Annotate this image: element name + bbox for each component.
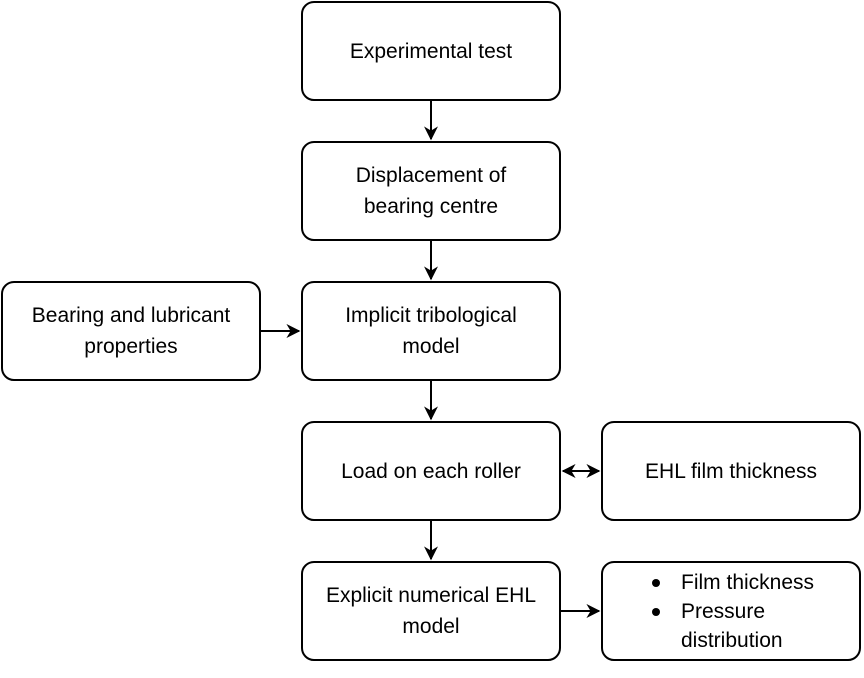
output-pressure-distribution: Pressure distribution (649, 597, 814, 655)
bearing-properties-label: Bearing and lubricant properties (31, 304, 231, 358)
outputs-list: Film thickness Pressure distribution (649, 568, 814, 655)
experimental-test-label: Experimental test (349, 39, 513, 63)
implicit-model-label: Implicit tribological model (345, 304, 517, 358)
displacement-label: Displacement of bearing centre (355, 164, 507, 218)
implicit-model-box: Implicit tribological model (301, 281, 561, 381)
load-roller-label: Load on each roller (341, 459, 521, 483)
ehl-film-box: EHL film thickness (601, 421, 861, 521)
outputs-box: Film thickness Pressure distribution (601, 561, 861, 661)
explicit-model-label: Explicit numerical EHL model (325, 584, 537, 638)
ehl-film-label: EHL film thickness (645, 459, 817, 483)
experimental-test-box: Experimental test (301, 1, 561, 101)
load-roller-box: Load on each roller (301, 421, 561, 521)
output-film-thickness: Film thickness (649, 568, 814, 597)
explicit-model-box: Explicit numerical EHL model (301, 561, 561, 661)
bearing-properties-box: Bearing and lubricant properties (1, 281, 261, 381)
displacement-box: Displacement of bearing centre (301, 141, 561, 241)
